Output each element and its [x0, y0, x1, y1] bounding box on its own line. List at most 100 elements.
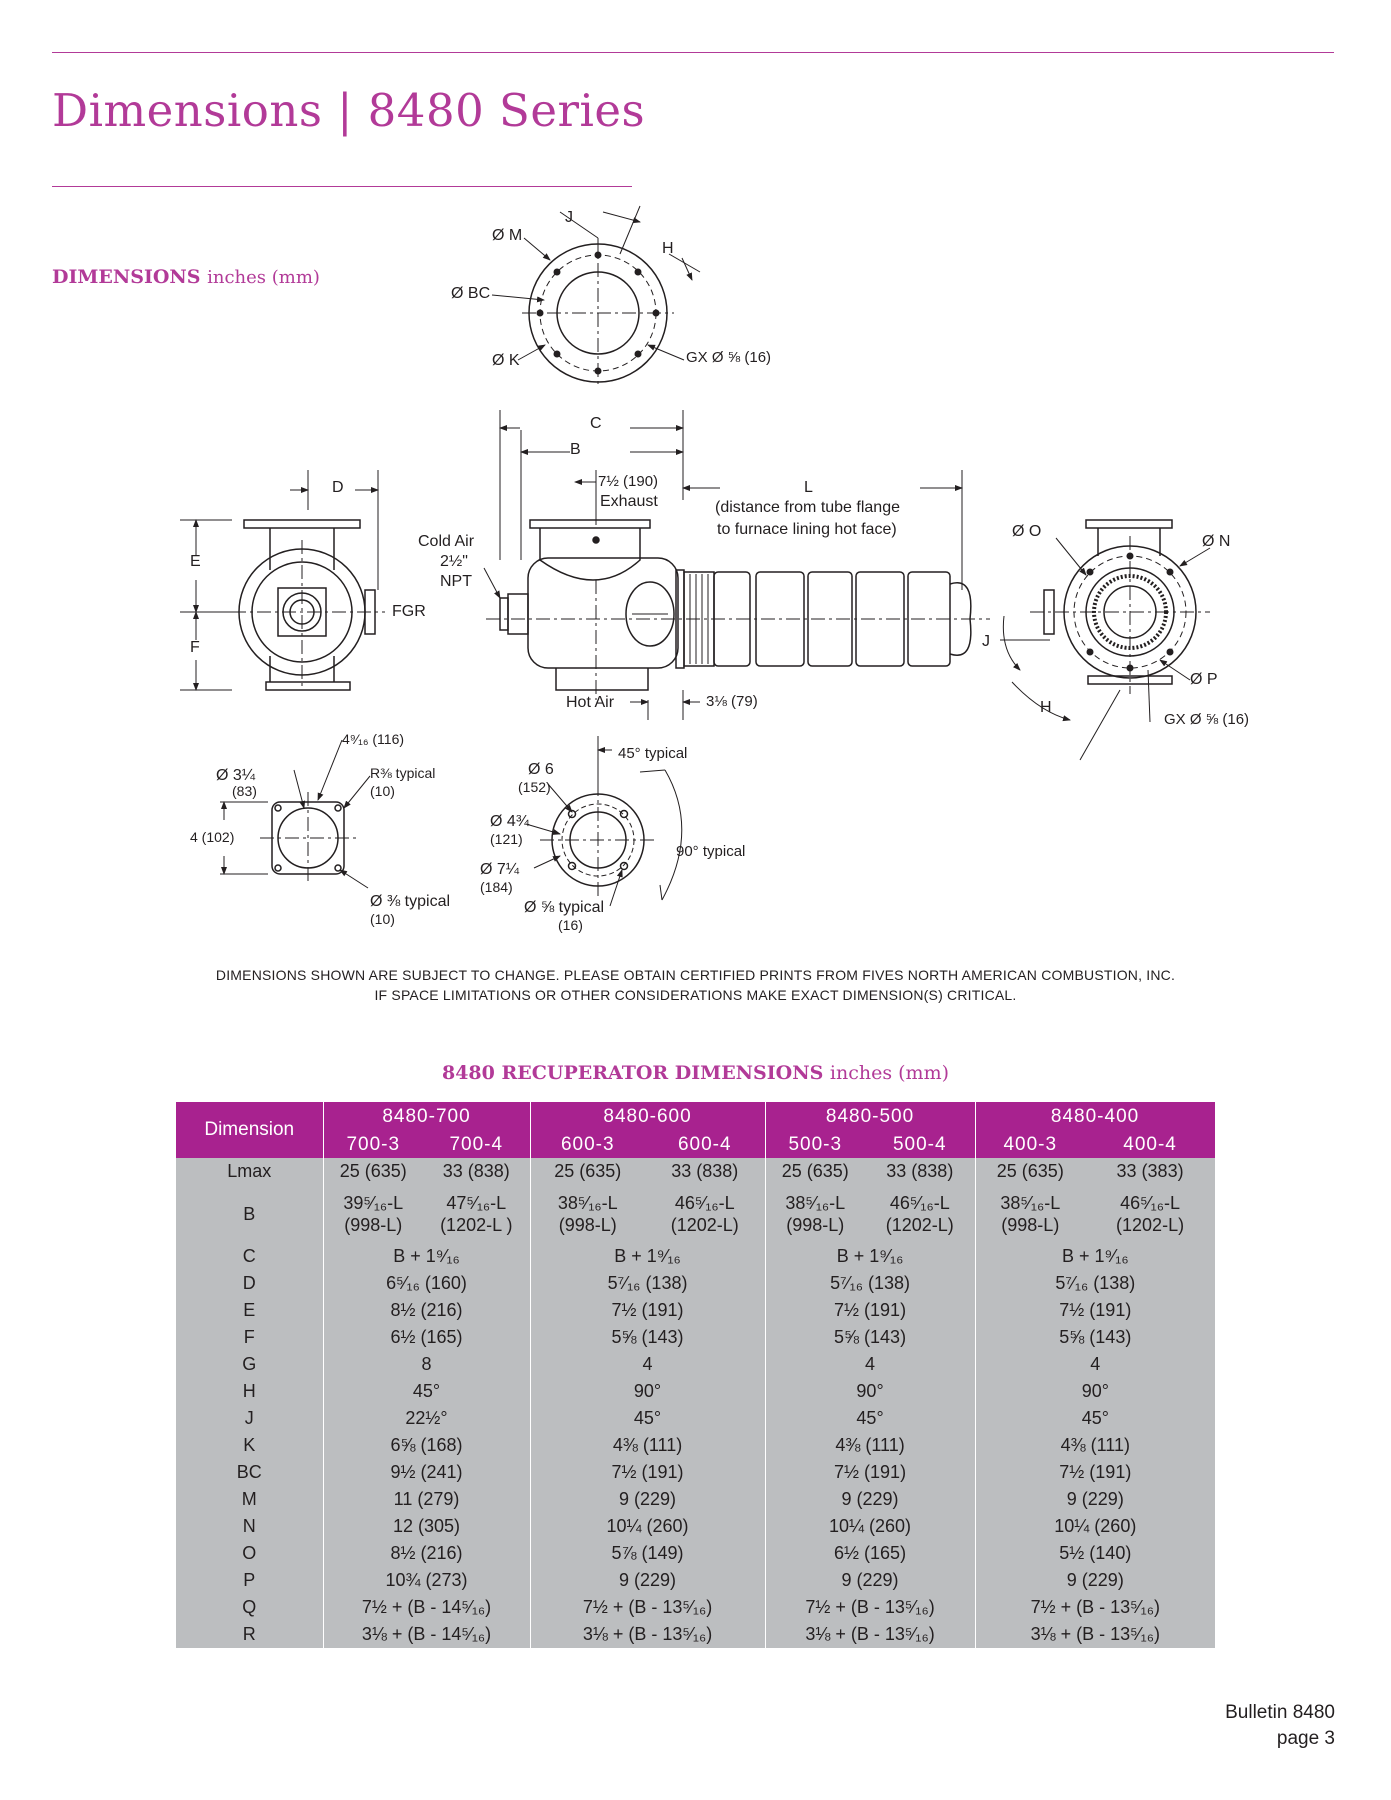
- value-cell: 12 (305): [323, 1513, 531, 1540]
- label-l-note-2: to furnace lining hot face): [717, 521, 897, 538]
- label-f: F: [190, 639, 200, 656]
- square-flange-view: [220, 739, 371, 889]
- label-phi-314: Ø 3¼: [216, 767, 256, 784]
- value-cell: 10¾ (273): [323, 1567, 531, 1594]
- label-j-right: J: [982, 633, 990, 650]
- value-cell: 90°: [765, 1378, 976, 1405]
- section-label: DIMENSIONS inches (mm): [52, 266, 320, 288]
- value-line: 39⁵⁄₁₆-L: [343, 1193, 404, 1213]
- submodel-header: 600-4: [645, 1132, 766, 1158]
- label-mm-152: (152): [518, 779, 551, 795]
- label-mm-184: (184): [480, 879, 513, 895]
- value-cell: 7½ (191): [530, 1459, 766, 1486]
- right-end-view: [1000, 519, 1211, 761]
- dimension-cell: Q: [176, 1594, 324, 1621]
- value-cell: 9 (229): [765, 1567, 976, 1594]
- label-d: D: [332, 479, 344, 496]
- label-j-top: J: [565, 209, 573, 226]
- value-cell: 46⁵⁄₁₆-L(1202-L): [865, 1185, 976, 1243]
- value-cell: 7½ (191): [530, 1297, 766, 1324]
- value-cell: 5⅞ (149): [530, 1540, 766, 1567]
- value-line: (998-L): [1001, 1215, 1060, 1235]
- value-cell: 10¼ (260): [530, 1513, 766, 1540]
- dimension-cell: Lmax: [176, 1158, 324, 1185]
- dimension-cell: F: [176, 1324, 324, 1351]
- value-cell: 25 (635): [765, 1158, 866, 1185]
- model-header: 8480-600: [530, 1102, 766, 1132]
- value-cell: 8½ (216): [323, 1540, 531, 1567]
- value-cell: 38⁵⁄₁₆-L(998-L): [765, 1185, 866, 1243]
- label-b: B: [570, 441, 581, 458]
- value-cell: 7½ + (B - 13⁵⁄₁₆): [530, 1594, 766, 1621]
- label-dim-4: 4 (102): [190, 829, 234, 845]
- model-header: 8480-700: [323, 1102, 531, 1132]
- section-label-units: inches (mm): [207, 267, 320, 288]
- value-line: (1202-L): [885, 1215, 954, 1235]
- value-cell: 7½ (191): [975, 1297, 1216, 1324]
- value-cell: 5⁷⁄₁₆ (138): [975, 1270, 1216, 1297]
- label-deg45: 45° typical: [618, 745, 687, 762]
- label-phi-6: Ø 6: [528, 761, 554, 778]
- value-line: (1202-L ): [440, 1215, 513, 1235]
- value-cell: 5⁷⁄₁₆ (138): [765, 1270, 976, 1297]
- label-4916: 4⁹⁄₁₆ (116): [342, 731, 404, 747]
- dimension-cell: D: [176, 1270, 324, 1297]
- value-cell: 3⅛ + (B - 13⁵⁄₁₆): [975, 1621, 1216, 1648]
- disclaimer: DIMENSIONS SHOWN ARE SUBJECT TO CHANGE. …: [0, 965, 1391, 1005]
- label-phi-m: Ø M: [492, 227, 522, 244]
- label-phi-n: Ø N: [1202, 533, 1230, 550]
- dimension-cell: R: [176, 1621, 324, 1648]
- table-title-units: inches (mm): [829, 1062, 950, 1084]
- value-line: (998-L): [786, 1215, 845, 1235]
- top-rule: [52, 52, 1334, 53]
- value-cell: 90°: [975, 1378, 1216, 1405]
- value-cell: 5⅝ (143): [530, 1324, 766, 1351]
- label-cold-air-3: NPT: [440, 573, 472, 590]
- label-exhaust: Exhaust: [600, 493, 658, 510]
- label-cold-air-1: Cold Air: [418, 533, 475, 550]
- value-line: 38⁵⁄₁₆-L: [1000, 1193, 1061, 1213]
- value-line: 38⁵⁄₁₆-L: [557, 1193, 618, 1213]
- label-mm-16: (16): [558, 917, 583, 933]
- value-cell: 45°: [975, 1405, 1216, 1432]
- model-header: 8480-500: [765, 1102, 976, 1132]
- dimension-cell: C: [176, 1243, 324, 1270]
- value-cell: 9 (229): [530, 1567, 766, 1594]
- label-gx-top: GX Ø ⅝ (16): [686, 349, 771, 366]
- value-cell: 10¼ (260): [765, 1513, 976, 1540]
- value-cell: 6½ (165): [765, 1540, 976, 1567]
- value-cell: 46⁵⁄₁₆-L(1202-L): [1085, 1185, 1216, 1243]
- value-cell: 5⅝ (143): [975, 1324, 1216, 1351]
- label-r38: R⅜ typical: [370, 765, 435, 781]
- value-cell: 9 (229): [530, 1486, 766, 1513]
- label-exhaust-dim: 7½ (190): [598, 473, 658, 490]
- label-phi-38: Ø ⅜ typical: [370, 893, 450, 910]
- value-cell: 25 (635): [323, 1158, 423, 1185]
- value-cell: 4: [765, 1351, 976, 1378]
- submodel-header: 400-4: [1085, 1132, 1216, 1158]
- value-cell: 90°: [530, 1378, 766, 1405]
- dimension-cell: H: [176, 1378, 324, 1405]
- value-line: 25 (635): [781, 1161, 849, 1181]
- value-cell: 5⁷⁄₁₆ (138): [530, 1270, 766, 1297]
- label-l-note-1: (distance from tube flange: [715, 499, 900, 516]
- value-cell: 4⅜ (111): [975, 1432, 1216, 1459]
- value-cell: B + 1⁹⁄₁₆: [530, 1243, 766, 1270]
- value-cell: 25 (635): [975, 1158, 1086, 1185]
- value-line: 46⁵⁄₁₆-L: [674, 1193, 735, 1213]
- value-cell: 8½ (216): [323, 1297, 531, 1324]
- value-cell: 11 (279): [323, 1486, 531, 1513]
- value-line: 33 (838): [442, 1161, 510, 1181]
- footer: Bulletin 8480 page 3: [1225, 1700, 1335, 1752]
- value-cell: 45°: [323, 1378, 531, 1405]
- title-underline: [52, 186, 632, 187]
- bulletin-label: Bulletin 8480: [1225, 1702, 1335, 1723]
